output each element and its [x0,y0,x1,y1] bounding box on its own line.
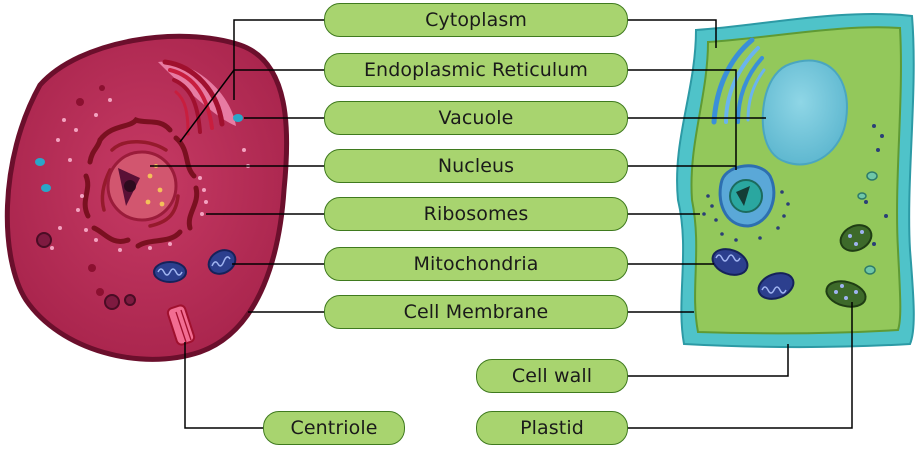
plant-golgi [711,37,766,125]
label-cytoplasm: Cytoplasm [324,3,628,37]
label-vacuole: Vacuole [324,101,628,135]
animal-endoplasmic-reticulum [82,116,200,249]
plant-plastids [825,224,873,308]
leader-er-plant [627,69,737,170]
leader-cytoplasm-plant [627,19,717,48]
animal-nucleus [106,150,178,222]
label-nucleus: Nucleus [324,149,628,183]
leader-lines [150,19,853,429]
animal-centriole [166,304,196,346]
label-cell-membrane: Cell Membrane [324,295,628,329]
plant-vacuole [761,59,848,166]
plant-ribosomes [702,190,790,242]
plant-mitochondria [711,248,795,300]
label-plastid: Plastid [476,411,628,445]
label-endoplasmic-reticulum: Endoplasmic Reticulum [324,53,628,87]
label-ribosomes: Ribosomes [324,197,628,231]
label-centriole: Centriole [263,411,405,445]
leader-er-animal [179,69,325,143]
animal-cell [4,33,290,362]
leader-cytoplasm-animal [233,19,325,100]
leader-cell-wall [627,344,789,377]
label-cell-wall: Cell wall [476,359,628,393]
animal-mitochondria [153,249,237,283]
animal-golgi [158,59,236,136]
animal-ribosomes [50,98,250,252]
label-mitochondria: Mitochondria [324,247,628,281]
animal-vesicles [35,85,243,310]
leader-plastid [627,302,853,429]
leader-centriole [184,342,264,429]
plant-nucleus [718,164,776,228]
plant-cell [676,13,915,348]
plant-vesicles [857,124,888,275]
